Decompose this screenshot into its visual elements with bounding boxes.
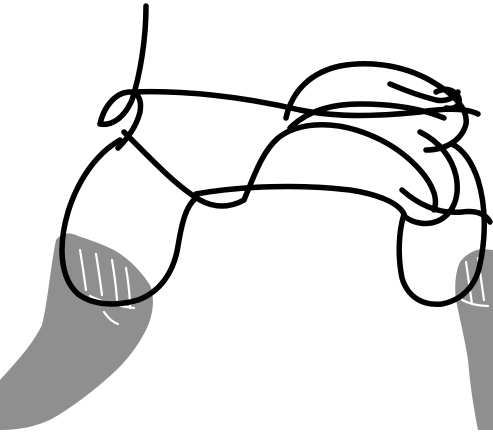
rope-right-bight <box>399 144 484 304</box>
left-hand <box>0 233 153 430</box>
rope-center-strand <box>196 187 404 214</box>
left-hand-shape <box>0 233 153 430</box>
rope-diagonal-strand <box>124 132 244 206</box>
